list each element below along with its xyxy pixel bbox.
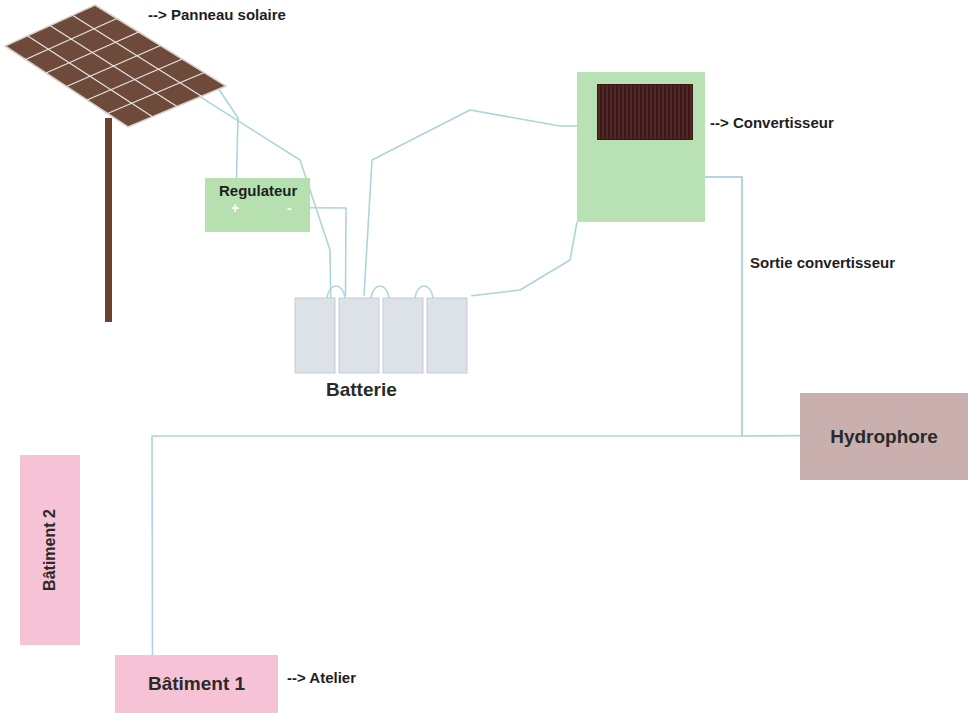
solar-panel: --> Panneau solaire [0, 0, 232, 132]
node-note: --> Atelier [287, 669, 356, 686]
building-box: Bâtiment 2 [20, 455, 80, 645]
panel-pole [105, 118, 112, 322]
regulator-box: Regulateur+ - [205, 178, 310, 232]
node-title: --> Panneau solaire [148, 6, 286, 23]
wire [310, 208, 346, 296]
wire [471, 222, 577, 296]
node-note: - [287, 200, 292, 216]
node-title: Bâtiment 2 [41, 509, 59, 591]
battery-bank: Batterie [290, 285, 475, 405]
converter-box: --> Convertisseur [577, 72, 705, 222]
node-note: + [231, 200, 239, 216]
hydrophore-box: Hydrophore [800, 393, 968, 480]
node-title: Bâtiment 1 [148, 673, 245, 695]
node-title: Hydrophore [830, 426, 938, 448]
panel-surface [5, 5, 226, 127]
node-title: Batterie [326, 379, 397, 401]
node-title: --> Convertisseur [710, 114, 834, 131]
wire [216, 84, 238, 178]
wire [200, 96, 331, 298]
wire [152, 177, 742, 655]
wire [364, 110, 577, 296]
building-box: Bâtiment 1--> Atelier [115, 655, 278, 713]
wire [705, 177, 800, 436]
converter-screen [577, 72, 705, 222]
wire-label: Sortie convertisseur [750, 254, 895, 271]
node-title: Regulateur [219, 182, 297, 199]
